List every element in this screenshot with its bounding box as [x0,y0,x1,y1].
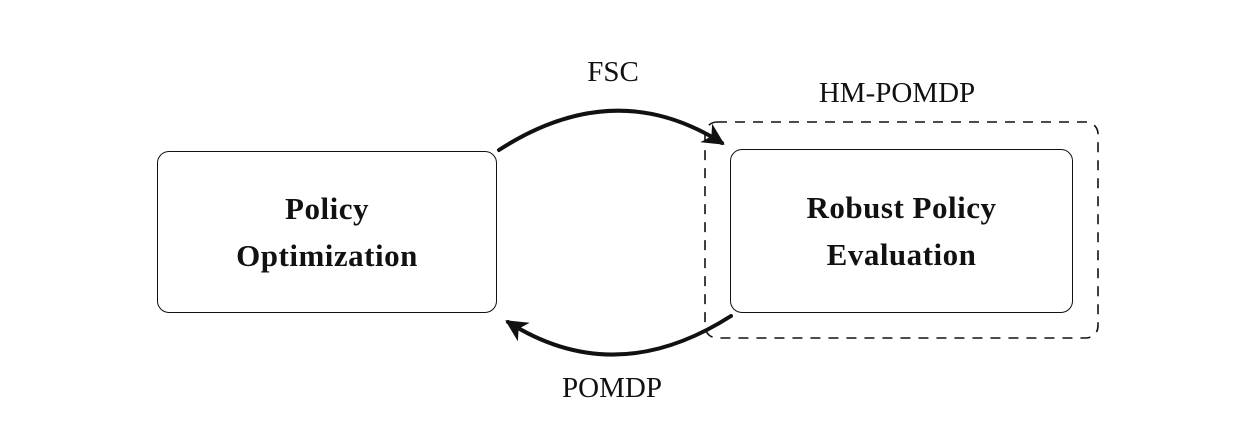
node-policy-optimization: Policy Optimization [157,151,497,313]
node-robust-policy-evaluation-label: Robust Policy Evaluation [807,184,997,278]
hm-pomdp-group-box [704,121,1099,339]
pomdp-edge-label: POMDP [562,372,662,404]
node-robust-policy-evaluation: Robust Policy Evaluation [730,149,1073,313]
fsc-edge-label: FSC [587,56,639,88]
node-robust-policy-evaluation-line2: Evaluation [826,237,977,272]
node-policy-optimization-label: Policy Optimization [236,185,418,279]
hm-pomdp-group-label: HM-POMDP [818,77,976,109]
fsc-arrow [497,108,725,152]
node-policy-optimization-line1: Policy [285,191,369,226]
node-robust-policy-evaluation-line1: Robust Policy [806,190,997,225]
node-policy-optimization-line2: Optimization [236,238,418,273]
pomdp-arrow [505,314,733,357]
